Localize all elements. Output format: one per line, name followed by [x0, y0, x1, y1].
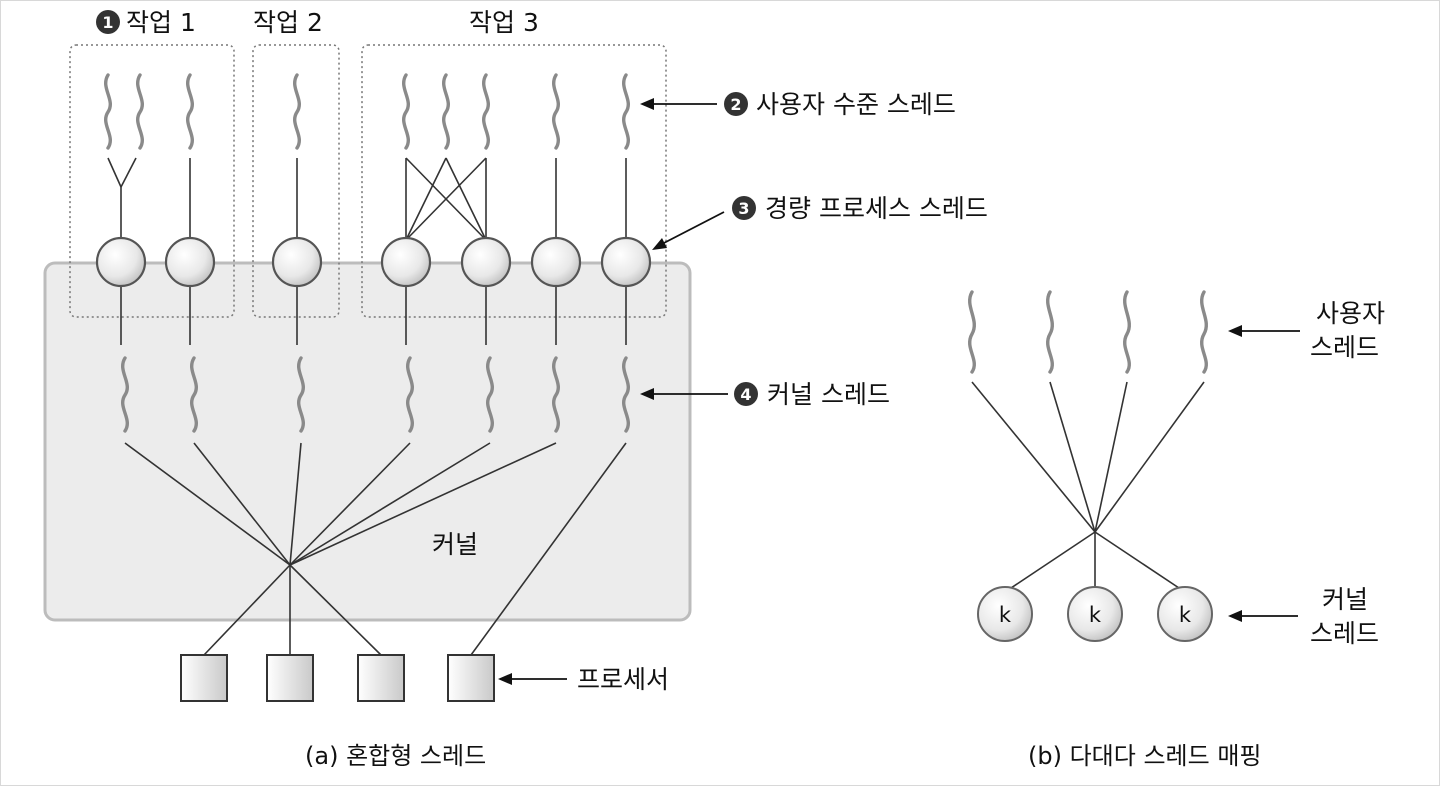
- task-1-number: 1: [102, 13, 113, 32]
- processor-box: [447, 654, 495, 702]
- user-thread: [968, 290, 976, 374]
- callout-processor: 프로세서: [498, 665, 669, 694]
- kernel-thread: [486, 356, 494, 433]
- user-thread: [293, 73, 301, 150]
- user-thread: [552, 73, 560, 150]
- processor-label: 프로세서: [577, 665, 669, 694]
- callout-3-label: 경량 프로세스 스레드: [765, 194, 988, 223]
- user-thread: [186, 73, 194, 150]
- kernel-thread: [622, 356, 630, 433]
- user-threads-label-line2: 스레드: [1310, 333, 1379, 362]
- task-1-number-badge: [96, 10, 120, 34]
- lwp-circle: [460, 236, 512, 288]
- callout-3-number: 3: [738, 199, 749, 218]
- callout-4-number: 4: [740, 385, 751, 404]
- callout-kernel-threads-b: 커널 스레드: [1228, 585, 1379, 648]
- user-thread: [104, 73, 112, 150]
- user-thread: [622, 73, 630, 150]
- kernel-threads-b: k k k: [977, 586, 1213, 642]
- processor-box: [180, 654, 228, 702]
- callout-lwp-threads: 3 경량 프로세스 스레드: [652, 194, 988, 250]
- task-1-box: [69, 44, 235, 318]
- mapping-links: [971, 381, 1205, 593]
- kernel-thread-k: k: [1089, 603, 1102, 627]
- kernel-region: [43, 261, 692, 622]
- kernel-thread: [190, 356, 198, 433]
- lwp-circle: [271, 236, 323, 288]
- user-thread: [136, 73, 144, 150]
- caption-a: (a) 혼합형 스레드: [305, 742, 486, 770]
- kernel-threads: [121, 356, 630, 433]
- kernel-thread-k: k: [1179, 603, 1192, 627]
- lwp-to-kernel-links: [120, 286, 627, 345]
- processor-box: [357, 654, 405, 702]
- user-thread: [482, 73, 490, 150]
- task-3-box: [361, 44, 667, 318]
- kernel-thread-circle: [1157, 586, 1213, 642]
- callout-2-label: 사용자 수준 스레드: [756, 90, 956, 119]
- caption-b: (b) 다대다 스레드 매핑: [1028, 742, 1262, 770]
- hybrid-thread-diagram: 커널 1 작업 1 작업 2 작업 3: [43, 8, 988, 770]
- processor-box: [266, 654, 314, 702]
- user-threads-b: [968, 290, 1208, 374]
- lwp-circle: [530, 236, 582, 288]
- task-2-box: [252, 44, 340, 318]
- kernel-thread: [406, 356, 414, 433]
- user-thread: [442, 73, 450, 150]
- kernel-thread: [121, 356, 129, 433]
- callout-kernel-threads: 4 커널 스레드: [640, 380, 890, 409]
- lwp-circle: [95, 236, 147, 288]
- lwp-circle: [600, 236, 652, 288]
- task-3-title: 작업 3: [469, 8, 539, 37]
- user-thread: [1200, 290, 1208, 374]
- kernel-to-processor-links: [124, 442, 627, 656]
- lwp-circle: [164, 236, 216, 288]
- kernel-threads-label-line1: 커널: [1322, 585, 1368, 614]
- user-thread: [1123, 290, 1131, 374]
- task-1-label: 1 작업 1: [96, 8, 196, 37]
- lwp-circle: [380, 236, 432, 288]
- callout-user-level-threads: 2 사용자 수준 스레드: [640, 90, 956, 119]
- many-to-many-diagram: k k k 사용자 스레드 커널 스레드 (b) 다대다 스레드 매핑: [968, 290, 1385, 770]
- callout-4-label: 커널 스레드: [767, 380, 890, 409]
- user-to-lwp-links: [107, 157, 627, 241]
- processors: [180, 654, 495, 702]
- kernel-thread: [552, 356, 560, 433]
- user-thread: [402, 73, 410, 150]
- kernel-threads-label-line2: 스레드: [1310, 619, 1379, 648]
- kernel-thread: [297, 356, 305, 433]
- callout-2-number: 2: [730, 95, 741, 114]
- kernel-label: 커널: [432, 530, 478, 559]
- user-threads-label-line1: 사용자: [1316, 299, 1385, 328]
- task-2-title: 작업 2: [253, 8, 323, 37]
- kernel-thread-circle: [1067, 586, 1123, 642]
- task-1-title: 작업 1: [126, 8, 196, 37]
- user-thread: [1046, 290, 1054, 374]
- kernel-thread-k: k: [999, 603, 1012, 627]
- user-level-threads: [104, 73, 630, 150]
- lightweight-process-threads: [95, 236, 652, 288]
- kernel-thread-circle: [977, 586, 1033, 642]
- callout-user-threads-b: 사용자 스레드: [1228, 299, 1385, 362]
